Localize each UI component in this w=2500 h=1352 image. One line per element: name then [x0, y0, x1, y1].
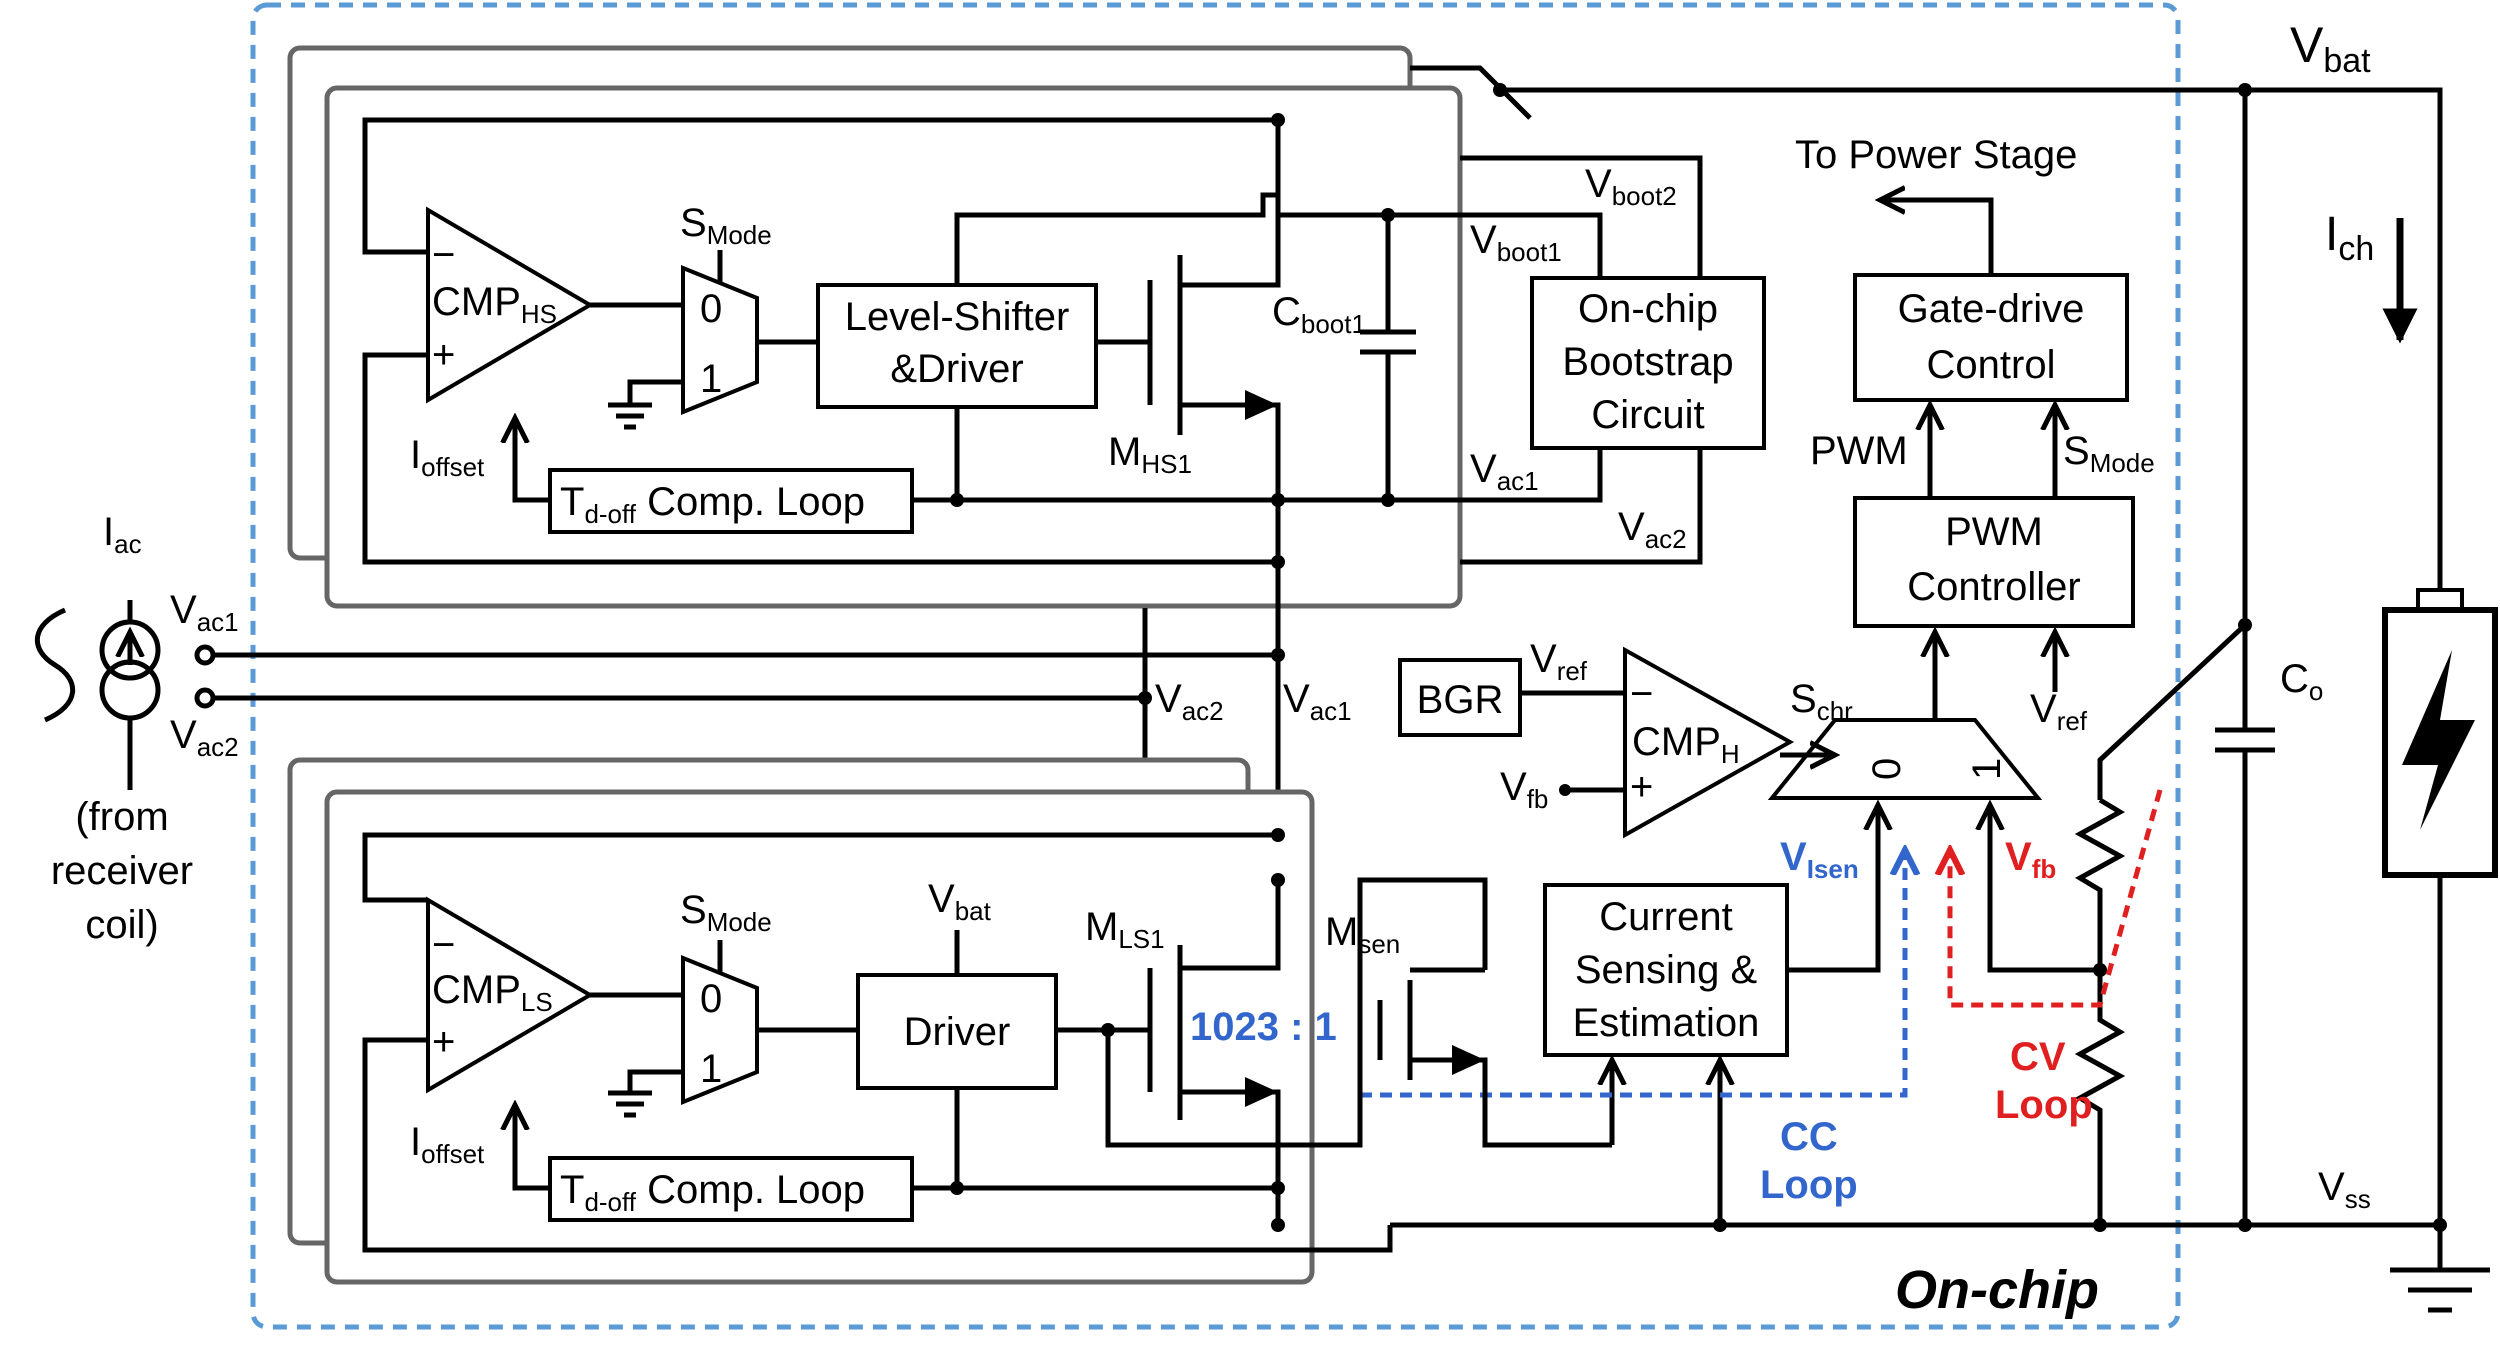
- svg-text:0: 0: [1865, 758, 1909, 780]
- svg-text:Vac1: Vac1: [1470, 447, 1539, 496]
- mux-ls: [681, 955, 759, 1105]
- svg-text:BGR: BGR: [1417, 678, 1504, 722]
- visen-label: VIsen: [1780, 835, 1859, 884]
- mhs1-label: MHS1: [1108, 430, 1192, 479]
- cmp-hs-plus: +: [432, 333, 455, 377]
- msen-label: Msen: [1325, 910, 1400, 959]
- pwm-controller: [1853, 496, 2135, 628]
- svg-text:Vac2: Vac2: [1618, 505, 1687, 554]
- svg-text:PWM: PWM: [1945, 510, 2043, 554]
- on-chip-label: On-chip: [1895, 1260, 2099, 1320]
- schr-label: Schr: [1790, 677, 1853, 726]
- svg-text:1: 1: [700, 357, 722, 401]
- high-side-block: − + CMPHS 0 1 SMode Level-Shifter &Drive…: [287, 45, 1560, 609]
- svg-text:Vref: Vref: [2030, 687, 2088, 736]
- svg-text:Vboot2: Vboot2: [1585, 162, 1677, 211]
- svg-text:Vfb: Vfb: [1500, 765, 1548, 814]
- svg-text:Vac2: Vac2: [170, 713, 239, 762]
- svg-text:Vac2: Vac2: [1155, 677, 1224, 726]
- low-side-block: − + CMPLS 0 1 SMode Driver Vbat MLS1 102…: [287, 757, 1612, 1285]
- tdoff-ls-block: [548, 1156, 914, 1222]
- smode-hs-label: SMode: [680, 201, 772, 250]
- svg-text:+: +: [1630, 765, 1653, 809]
- vss-label: Vss: [2318, 1165, 2371, 1214]
- svg-text:Vboot1: Vboot1: [1470, 218, 1562, 267]
- svg-text:Loop: Loop: [1995, 1083, 2093, 1127]
- mls1-label: MLS1: [1085, 905, 1165, 954]
- svg-text:Loop: Loop: [1760, 1163, 1858, 1207]
- svg-text:SMode: SMode: [2063, 429, 2155, 478]
- cmp-ls-comparator: [426, 896, 594, 1094]
- svg-text:PWM: PWM: [1810, 429, 1908, 473]
- on-chip-boundary: [250, 2, 2181, 1330]
- ratio-label: 1023 : 1: [1190, 1005, 1337, 1049]
- svg-text:Sensing &: Sensing &: [1575, 948, 1758, 992]
- svg-text:Vref: Vref: [1530, 637, 1588, 686]
- svg-text:Level-Shifter: Level-Shifter: [845, 295, 1070, 339]
- svg-text:−: −: [1630, 672, 1653, 716]
- cc-loop-label: CC: [1780, 1115, 1838, 1159]
- battery-icon: [2382, 588, 2498, 878]
- mux-chr: [1767, 718, 2043, 800]
- svg-text:receiver: receiver: [51, 849, 193, 893]
- svg-text:CMPH: CMPH: [1632, 720, 1740, 769]
- svg-text:+: +: [432, 1020, 455, 1064]
- cmp-hs-minus: −: [432, 233, 455, 277]
- svg-text:1: 1: [1965, 758, 2009, 780]
- svg-text:Circuit: Circuit: [1591, 393, 1704, 437]
- svg-text:−: −: [432, 923, 455, 967]
- ac-current-source-icon: [35, 607, 161, 723]
- svg-text:0: 0: [700, 977, 722, 1021]
- svg-text:1: 1: [700, 1047, 722, 1091]
- cmp-hs-label: CMPHS: [432, 280, 557, 329]
- svg-text:Vac1: Vac1: [1283, 677, 1352, 726]
- to-power-stage-label: To Power Stage: [1795, 133, 2077, 177]
- bgr-block: [1398, 658, 1522, 737]
- svg-text:Driver: Driver: [904, 1010, 1011, 1054]
- svg-text:Iac: Iac: [103, 510, 142, 559]
- mux-hs: [681, 265, 759, 415]
- cmp-ls-label: CMPLS: [432, 968, 553, 1017]
- svg-text:(from: (from: [75, 795, 168, 839]
- cboot1-label: Cboot1: [1272, 290, 1366, 339]
- svg-text:&Driver: &Driver: [890, 347, 1023, 391]
- svg-text:Current: Current: [1599, 895, 1732, 939]
- svg-text:0: 0: [700, 287, 722, 331]
- co-label: Co: [2280, 657, 2323, 706]
- svg-text:Vbat: Vbat: [928, 877, 992, 926]
- svg-text:coil): coil): [85, 903, 158, 947]
- svg-text:SMode: SMode: [680, 888, 772, 937]
- svg-text:Vac1: Vac1: [170, 588, 239, 637]
- bootstrap-circuit: [1530, 276, 1766, 450]
- svg-text:Control: Control: [1927, 343, 2056, 387]
- vfb-red-label: Vfb: [2005, 835, 2056, 884]
- current-sensing-block: [1543, 883, 1789, 1057]
- vbat-label: Vbat: [2290, 17, 2371, 80]
- cmp-h-comparator: [1623, 646, 1795, 839]
- svg-text:Ioffset: Ioffset: [410, 1120, 485, 1169]
- ground-icon: [2390, 1267, 2490, 1313]
- svg-text:Td-off Comp. Loop: Td-off Comp. Loop: [560, 1168, 865, 1217]
- ioffset-hs-label: Ioffset: [410, 433, 485, 482]
- svg-text:On-chip: On-chip: [1578, 287, 1718, 331]
- cv-loop-path: [1950, 789, 2163, 1008]
- cc-loop-path: [1360, 850, 1905, 1098]
- svg-text:Td-off Comp. Loop: Td-off Comp. Loop: [560, 480, 865, 529]
- cmp-hs-comparator: [426, 206, 594, 404]
- tdoff-hs-block: [548, 468, 914, 534]
- svg-text:Bootstrap: Bootstrap: [1562, 340, 1733, 384]
- gate-drive-control: [1853, 273, 2129, 402]
- cv-loop-label: CV: [2010, 1035, 2066, 1079]
- svg-text:Controller: Controller: [1907, 565, 2080, 609]
- svg-text:Gate-drive: Gate-drive: [1898, 287, 2085, 331]
- ich-label: Ich: [2325, 208, 2374, 268]
- svg-text:Estimation: Estimation: [1573, 1001, 1760, 1045]
